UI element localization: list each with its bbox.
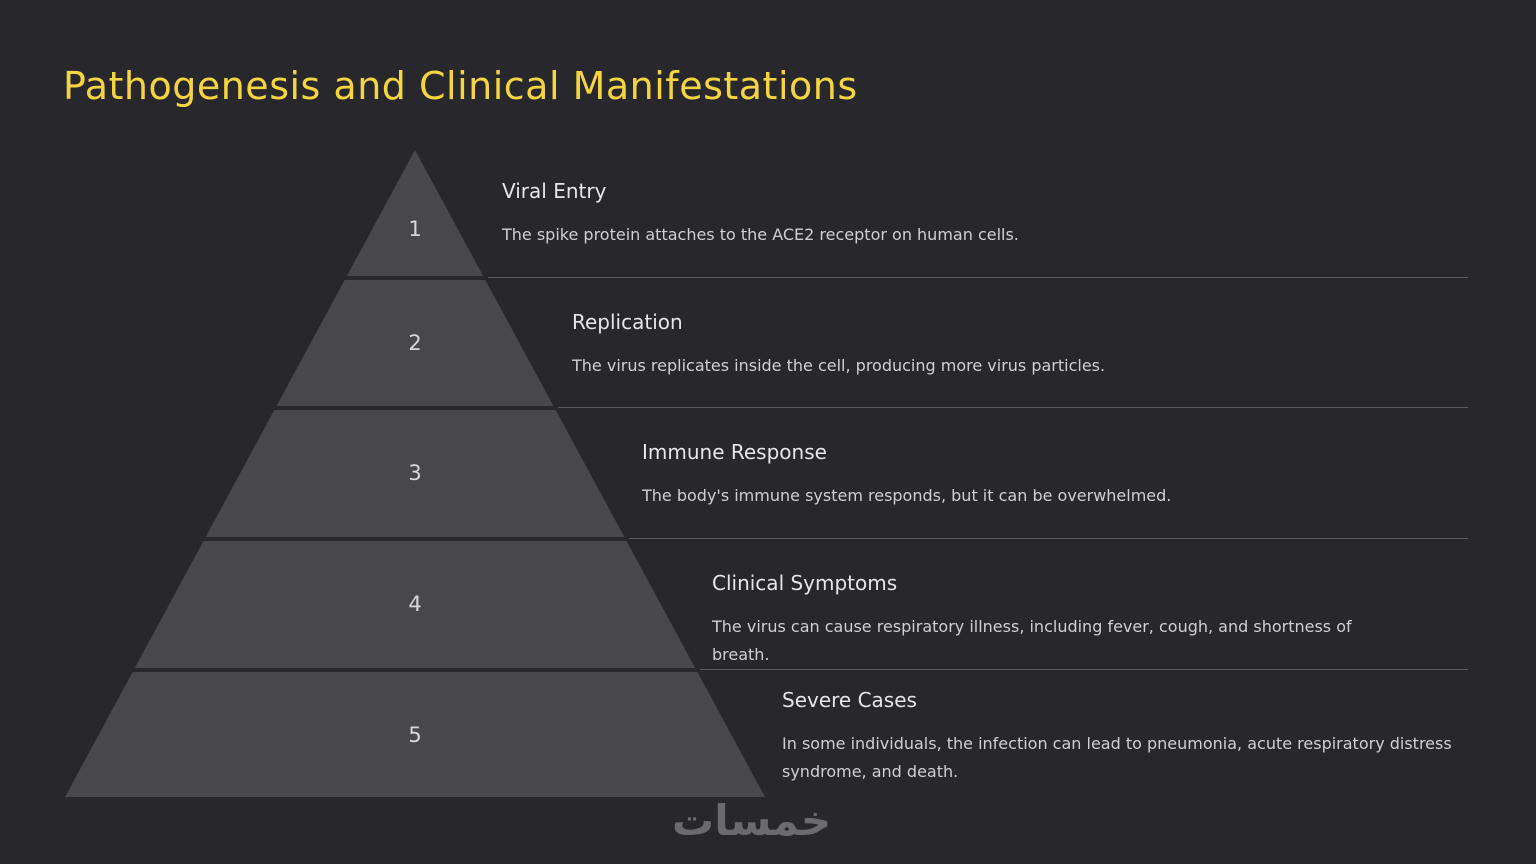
pyramid-level-2 <box>276 280 554 406</box>
pyramid-level-4 <box>134 541 696 668</box>
level-item-4: Clinical Symptoms The virus can cause re… <box>712 571 1402 669</box>
level-description: The body's immune system responds, but i… <box>642 486 1172 505</box>
level-number-1: 1 <box>408 217 422 241</box>
pyramid-level-5 <box>65 672 765 797</box>
level-heading: Viral Entry <box>502 179 607 203</box>
level-item-5: Severe Cases In some individuals, the in… <box>782 688 1472 786</box>
pyramid-level-3 <box>205 410 625 537</box>
pyramid-level-1 <box>346 150 484 276</box>
khamsat-logo: خمسات <box>672 796 832 845</box>
level-item-1: Viral Entry The spike protein attaches t… <box>502 179 1192 249</box>
slide-title: Pathogenesis and Clinical Manifestations <box>63 64 858 108</box>
level-heading: Replication <box>572 310 683 334</box>
level-item-2: Replication The virus replicates inside … <box>572 310 1262 380</box>
level-description: The virus can cause respiratory illness,… <box>712 617 1352 664</box>
level-number-2: 2 <box>408 331 422 355</box>
level-item-3: Immune Response The body's immune system… <box>642 440 1332 510</box>
level-number-3: 3 <box>408 461 422 485</box>
level-description: The virus replicates inside the cell, pr… <box>572 356 1106 375</box>
level-heading: Clinical Symptoms <box>712 571 898 595</box>
level-heading: Immune Response <box>642 440 827 464</box>
level-description: In some individuals, the infection can l… <box>782 734 1452 781</box>
level-description: The spike protein attaches to the ACE2 r… <box>502 225 1019 244</box>
level-number-4: 4 <box>408 592 422 616</box>
level-heading: Severe Cases <box>782 688 917 712</box>
level-number-5: 5 <box>408 723 422 747</box>
